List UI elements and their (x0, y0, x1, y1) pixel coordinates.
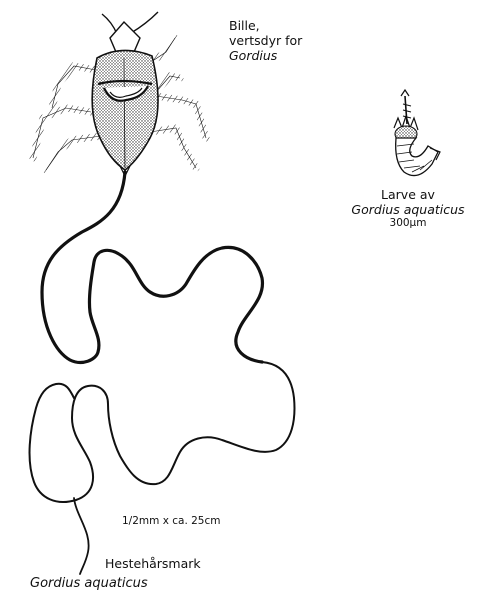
worm-species-name: Gordius aquaticus (30, 576, 148, 592)
beetle-label-line2: vertsdyr for (229, 33, 302, 48)
larva-label-species: Gordius aquaticus (333, 202, 483, 217)
beetle-label-line1: Bille, (229, 18, 302, 33)
worm-common-name: Hestehårsmark (105, 556, 201, 571)
larva-icon (394, 90, 440, 176)
beetle-icon (33, 12, 206, 176)
beetle-label-genus: Gordius (229, 48, 302, 63)
worm-size-label: 1/2mm x ca. 25cm (122, 515, 221, 528)
larva-label: Larve av Gordius aquaticus 300µm (333, 187, 483, 230)
beetle-label: Bille, vertsdyr for Gordius (229, 18, 302, 63)
larva-size-label: 300µm (333, 217, 483, 230)
larva-label-line1: Larve av (333, 187, 483, 202)
horsehair-worm-icon (30, 172, 295, 574)
